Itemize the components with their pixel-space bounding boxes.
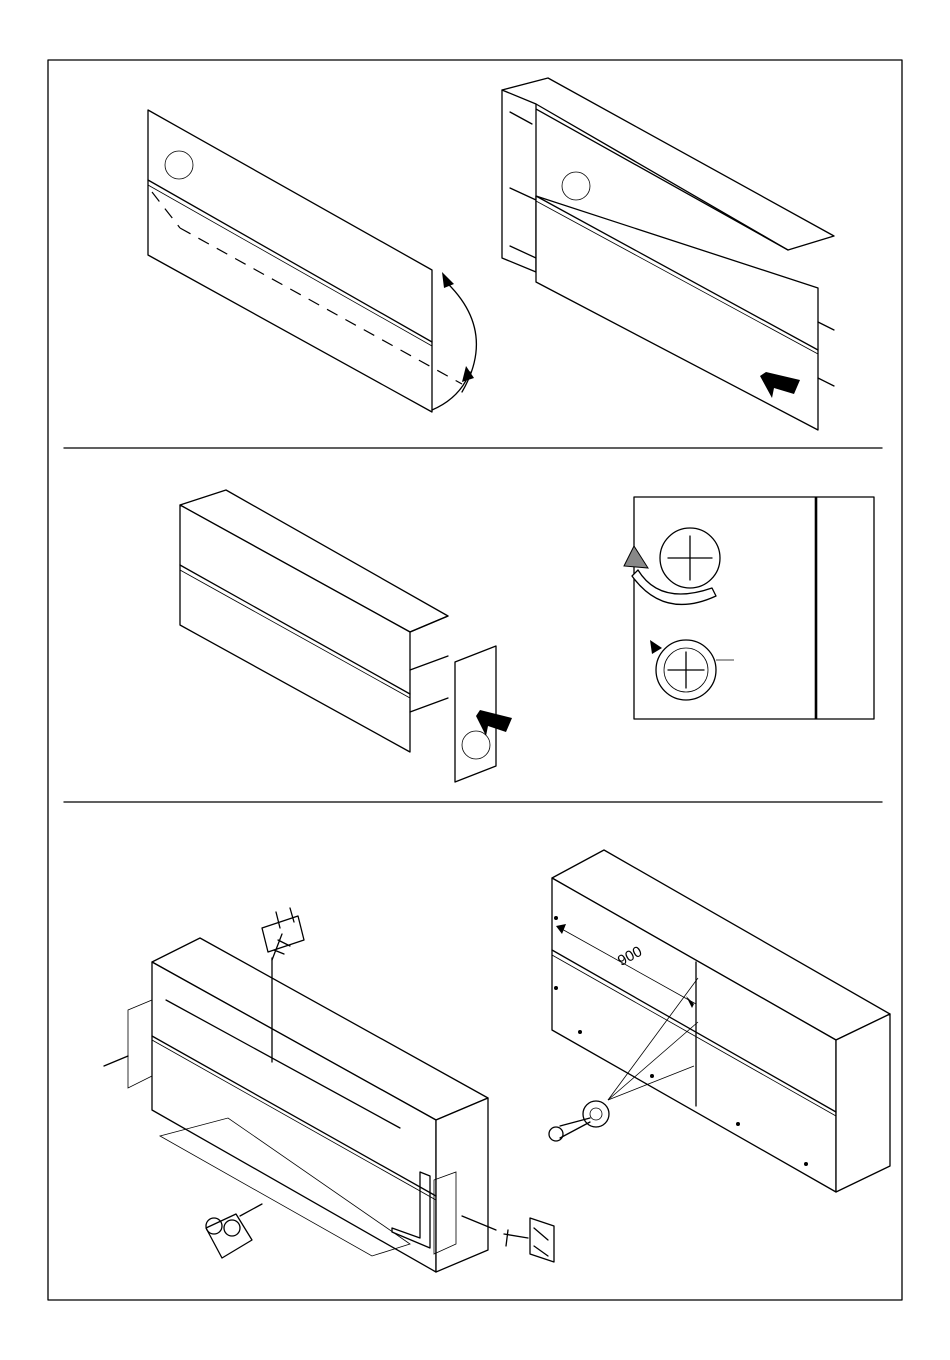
cam-lock-start-icon	[650, 640, 734, 700]
step1-carcass	[502, 78, 834, 430]
rotate-arrow-icon	[432, 272, 476, 410]
blank-step-circle	[562, 172, 590, 200]
cam-lock-tighten-icon	[624, 528, 720, 604]
step3-carcass	[104, 908, 554, 1272]
step1-folding-panel	[148, 110, 476, 412]
step3-wall-mount: 900	[549, 850, 890, 1192]
wall-bracket-icon	[504, 1218, 554, 1262]
step2-carcass	[180, 490, 512, 782]
screw-with-washer-icon	[549, 1101, 609, 1141]
wall-bracket-icon	[262, 908, 304, 960]
corner-connector-icon	[206, 1214, 252, 1258]
cam-lock-detail-box	[624, 497, 874, 719]
